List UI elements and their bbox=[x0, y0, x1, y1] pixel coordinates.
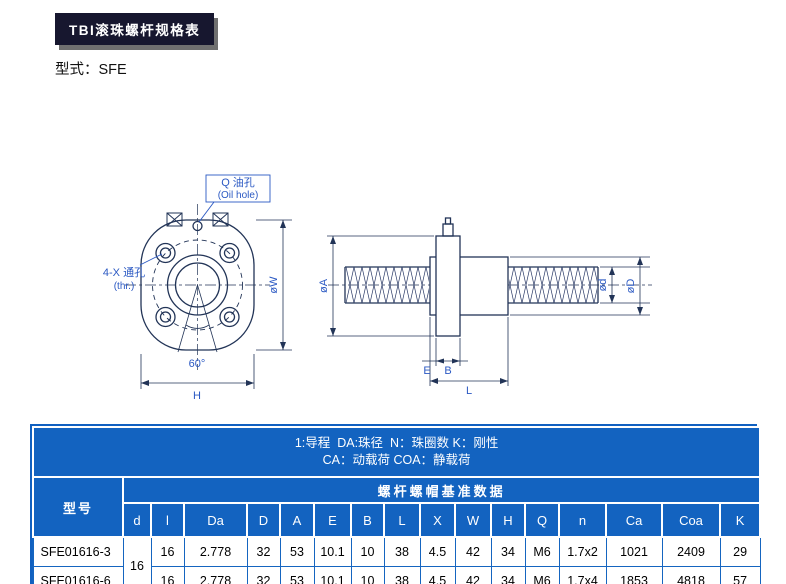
type-label: 型式：SFE bbox=[55, 62, 127, 78]
side-dimension-lines bbox=[327, 235, 650, 386]
cell: 10.1 bbox=[313, 565, 352, 584]
angle-annotation bbox=[177, 284, 218, 353]
dim-l-label: L bbox=[466, 385, 472, 397]
cell: 4818 bbox=[661, 565, 721, 584]
cell: 53 bbox=[279, 565, 315, 584]
legend-line-1: 1:导程 DA:珠径 N：珠圈数 K：刚性 bbox=[294, 436, 499, 450]
cell: 4.5 bbox=[419, 536, 456, 567]
cell: 10 bbox=[350, 536, 385, 567]
cell: 42 bbox=[454, 565, 492, 584]
oil-fitting bbox=[442, 223, 454, 237]
cell: 57 bbox=[719, 565, 761, 584]
col-header-H: H bbox=[490, 502, 526, 538]
model-column-header: 型号 bbox=[32, 476, 124, 538]
technical-drawing: Q 油孔 (Oil hole) 4-X 通孔 (thr.) 60° H øW ø… bbox=[103, 174, 652, 402]
table-legend-row: 1:导程 DA:珠径 N：珠圈数 K：刚性 CA：动载荷 COA：静载荷 bbox=[31, 426, 762, 478]
col-header-E: E bbox=[313, 502, 352, 538]
oil-fitting-tip bbox=[444, 217, 452, 225]
cell: 1.7x2 bbox=[558, 536, 607, 567]
group-header: 螺杆螺帽基准数据 bbox=[121, 476, 762, 504]
bolt-holes bbox=[155, 242, 240, 328]
right-shaft bbox=[508, 266, 599, 304]
cell: 16 bbox=[150, 565, 185, 584]
cell: 2.778 bbox=[183, 565, 248, 584]
spec-table: 1:导程 DA:珠径 N：珠圈数 K：刚性 CA：动载荷 COA：静载荷 型号 … bbox=[31, 426, 762, 584]
dim-d-small-label: ød bbox=[597, 279, 609, 292]
cell: M6 bbox=[524, 536, 560, 567]
oil-hole-label-en: (Oil hole) bbox=[218, 190, 259, 201]
dim-e-label: E bbox=[423, 365, 430, 377]
dim-w-label: øW bbox=[268, 276, 280, 294]
col-header-L: L bbox=[383, 502, 421, 538]
dim-h-label: H bbox=[193, 390, 201, 402]
cell: 1853 bbox=[605, 565, 663, 584]
col-header-l: l bbox=[150, 502, 185, 538]
model-cell: SFE01616-3 bbox=[32, 536, 124, 567]
cell: 4.5 bbox=[419, 565, 456, 584]
front-dimension-lines bbox=[140, 219, 292, 389]
cell: 42 bbox=[454, 536, 492, 567]
oil-hole-label-box bbox=[205, 174, 271, 203]
cell: 53 bbox=[279, 536, 315, 567]
dim-d-large-label: øD bbox=[625, 279, 637, 294]
dim-a-label: øA bbox=[318, 278, 330, 293]
right-thread-pattern bbox=[509, 267, 597, 303]
cell: 16 bbox=[150, 536, 185, 567]
flange-section bbox=[435, 235, 461, 337]
cell: 29 bbox=[719, 536, 761, 567]
dimension-arrowheads bbox=[141, 220, 643, 386]
col-header-n: n bbox=[558, 502, 607, 538]
through-hole-label-cn: 4-X 通孔 bbox=[103, 266, 145, 279]
label-leaders bbox=[139, 174, 271, 266]
title-badge-text: TBI滚珠螺杆规格表 bbox=[69, 23, 201, 38]
through-hole-label-en: (thr.) bbox=[114, 281, 135, 292]
table-row: SFE01616-3 16 16 2.778 32 53 10.1 10 38 … bbox=[32, 536, 761, 584]
cell: 2409 bbox=[661, 536, 721, 567]
cell: 34 bbox=[490, 565, 526, 584]
cell: 2.778 bbox=[183, 536, 248, 567]
left-thread-pattern bbox=[346, 267, 429, 303]
cell: 34 bbox=[490, 536, 526, 567]
side-view bbox=[344, 217, 599, 337]
col-header-D: D bbox=[246, 502, 281, 538]
legend-line-2: CA：动载荷 COA：静载荷 bbox=[322, 453, 471, 467]
cell: 1021 bbox=[605, 536, 663, 567]
dim-b-label: B bbox=[444, 365, 451, 377]
col-header-da: Da bbox=[183, 502, 248, 538]
table-legend: 1:导程 DA:珠径 N：珠圈数 K：刚性 CA：动载荷 COA：静载荷 bbox=[31, 426, 762, 478]
col-header-Q: Q bbox=[524, 502, 560, 538]
cell: 10.1 bbox=[313, 536, 352, 567]
col-header-Ca: Ca bbox=[605, 502, 663, 538]
angle-label: 60° bbox=[189, 358, 206, 370]
model-cell: SFE01616-6 bbox=[32, 565, 124, 584]
cell: 38 bbox=[383, 565, 421, 584]
left-shaft bbox=[344, 266, 430, 304]
cell: M6 bbox=[524, 565, 560, 584]
col-header-d: d bbox=[122, 502, 152, 538]
col-header-K: K bbox=[718, 502, 762, 538]
cell: 38 bbox=[383, 536, 421, 567]
spec-table-wrap: 1:导程 DA:珠径 N：珠圈数 K：刚性 CA：动载荷 COA：静载荷 型号 … bbox=[30, 424, 762, 584]
cell: 10 bbox=[350, 565, 385, 584]
cell: 32 bbox=[246, 565, 281, 584]
hatched-tabs bbox=[166, 212, 229, 227]
cell-d-shared: 16 bbox=[122, 536, 152, 584]
oil-hole-label-cn: Q 油孔 bbox=[221, 175, 255, 189]
col-header-A: A bbox=[279, 502, 315, 538]
cell: 32 bbox=[246, 536, 281, 567]
col-header-W: W bbox=[454, 502, 492, 538]
cell: 1.7x4 bbox=[558, 565, 607, 584]
col-header-X: X bbox=[419, 502, 456, 538]
column-header-row: d l Da D A E B L X W H Q n Ca Coa K bbox=[33, 502, 762, 538]
col-header-B: B bbox=[350, 502, 385, 538]
title-badge: TBI滚珠螺杆规格表 bbox=[55, 13, 215, 45]
col-header-Coa: Coa bbox=[661, 502, 721, 538]
table-row: SFE01616-6 16 2.778 32 53 10.1 10 38 4.5… bbox=[32, 565, 761, 584]
group-header-row: 型号 螺杆螺帽基准数据 bbox=[32, 476, 762, 538]
